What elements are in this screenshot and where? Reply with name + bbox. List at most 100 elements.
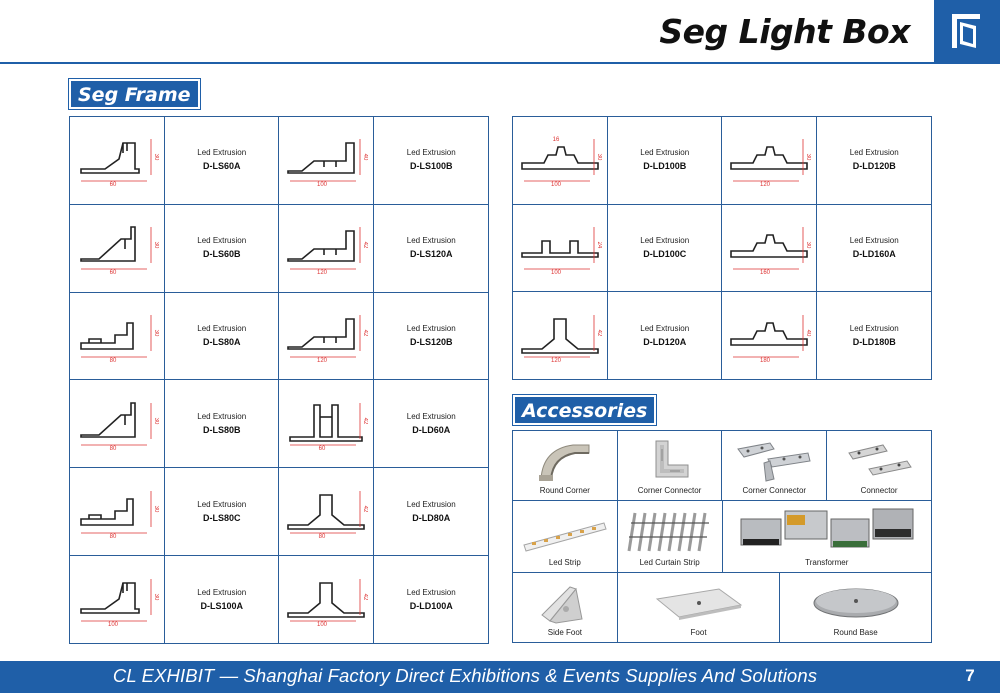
led-curtain-strip-icon — [627, 512, 709, 552]
extrusion-code-label: D-LD100B — [643, 161, 687, 172]
extrusion-type-label: Led Extrusion — [849, 235, 899, 245]
dimension-height-label: 42 — [362, 418, 368, 425]
accessory-label: Led Curtain Strip — [639, 558, 700, 567]
extrusion-code-label: D-LS80A — [202, 337, 241, 348]
extrusion-code-label: D-LD100A — [409, 600, 453, 611]
dimension-width-label: 100 — [108, 622, 119, 627]
dimension-height-label: 30 — [153, 593, 159, 600]
accessory-side-foot: Side Foot — [512, 572, 618, 643]
dimension-height-label: 30 — [153, 154, 159, 161]
extrusion-type-label: Led Extrusion — [406, 499, 456, 509]
dimension-width-label: 60 — [319, 446, 326, 451]
dimension-height-label: 42 — [362, 505, 368, 512]
dimension-height-label: 30 — [153, 505, 159, 512]
extrusion-type-label: Led Extrusion — [197, 324, 247, 334]
extrusion-profile-drawing: 60 30 — [80, 139, 159, 187]
extrusion-image-cell: 60 30 — [69, 116, 165, 205]
accessory-transformer: Transformer — [721, 500, 932, 573]
extrusion-image-cell: 100 30 — [69, 555, 165, 644]
extrusion-profile-drawing: 60 42 — [289, 402, 368, 451]
page-title: Seg Light Box — [659, 12, 910, 51]
dimension-width-label: 80 — [110, 358, 117, 363]
extrusion-code-label: D-LS60B — [202, 249, 241, 260]
accessory-corner-connector-2: Corner Connector — [721, 430, 828, 501]
extrusion-type-label: Led Extrusion — [197, 148, 247, 158]
extrusion-code-label: D-LS100B — [409, 161, 453, 172]
connector-icon — [848, 444, 912, 476]
extrusion-code-label: D-LS120A — [409, 249, 453, 260]
extrusion-code-label: D-LD120B — [852, 161, 896, 172]
dimension-height-label: 30 — [805, 154, 811, 161]
extrusion-type-label: Led Extrusion — [197, 499, 247, 509]
accessory-round-corner: Round Corner — [512, 430, 618, 501]
accessory-connector: Connector — [826, 430, 932, 501]
dimension-width-label: 60 — [110, 182, 117, 187]
dimension-width-label: 100 — [551, 182, 562, 187]
extrusion-type-label: Led Extrusion — [640, 148, 690, 158]
accessory-label: Corner Connector — [637, 486, 702, 495]
extrusion-code-label: D-LD80A — [412, 512, 451, 523]
page-number: 7 — [965, 666, 975, 685]
section-label-seg-frame: Seg Frame — [68, 78, 201, 110]
dimension-width-label: 120 — [551, 358, 562, 363]
extrusion-code-label: D-LS80C — [202, 512, 241, 523]
extrusion-type-label: Led Extrusion — [197, 236, 247, 246]
accessory-label: Round Base — [833, 628, 878, 637]
accessory-label: Side Foot — [547, 628, 582, 637]
accessory-label: Transformer — [805, 558, 849, 567]
dimension-width-label: 120 — [317, 358, 328, 363]
foot-plate-icon — [655, 588, 742, 620]
dimension-width-label: 180 — [760, 358, 771, 363]
door-logo-icon — [952, 14, 980, 48]
dimension-height-label: 24 — [596, 242, 602, 249]
dimension-top-label: 16 — [553, 137, 560, 143]
dimension-height-label: 42 — [362, 242, 368, 249]
footer-text: CL EXHIBIT — Shanghai Factory Direct Exh… — [112, 665, 818, 686]
extrusion-code-label: D-LD60A — [412, 424, 451, 435]
extrusion-code-label: D-LS80B — [202, 424, 241, 435]
dimension-height-label: 42 — [362, 593, 368, 600]
side-foot-icon — [541, 586, 583, 624]
dimension-width-label: 60 — [110, 270, 117, 275]
dimension-height-label: 30 — [153, 418, 159, 425]
extrusion-type-label: Led Extrusion — [849, 323, 899, 333]
extrusion-code-label: D-LD120A — [643, 336, 687, 347]
accessory-round-base: Round Base — [779, 572, 932, 643]
extrusion-type-label: Led Extrusion — [406, 324, 456, 334]
extrusion-type-label: Led Extrusion — [849, 148, 899, 158]
accessories-row-2: Led Strip Led Curtain Strip — [512, 500, 932, 573]
extrusion-profile-drawing: 100 30 — [80, 578, 159, 627]
round-corner-icon — [538, 444, 590, 481]
extrusion-type-label: Led Extrusion — [406, 236, 456, 246]
